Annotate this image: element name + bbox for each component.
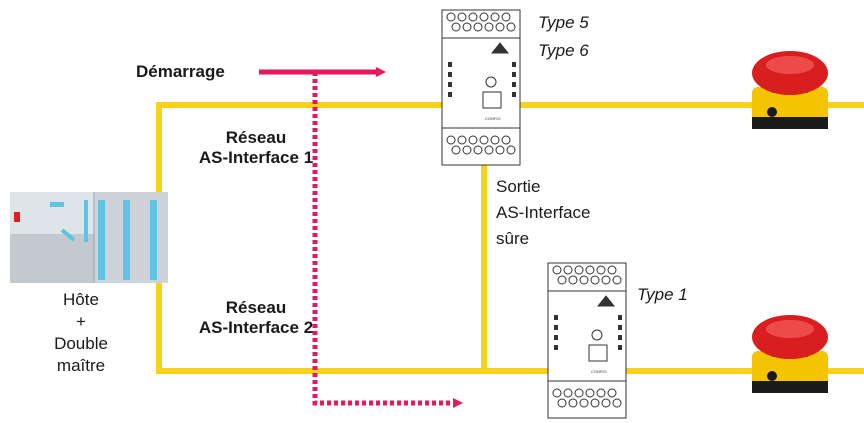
host-dual-master (10, 192, 168, 283)
label-safe-output: Sortie AS-Interface sûre (496, 174, 591, 252)
label-network-1-line2: AS-Interface 1 (198, 148, 314, 167)
module-top-config-label: CONFIG (485, 116, 501, 121)
safety-module-top: CONFIG (441, 9, 521, 166)
label-network-1-line1: Réseau (225, 128, 287, 147)
label-network-2-line2: AS-Interface 2 (198, 318, 314, 337)
label-safe-output-line1: Sortie (496, 177, 541, 196)
label-type6: Type 6 (538, 41, 589, 60)
label-host-line1: Hôte (63, 290, 99, 309)
label-host-line2: + (76, 312, 86, 331)
emergency-stop-button-top (752, 51, 828, 129)
label-host-line3: Double (54, 334, 108, 353)
label-safe-output-line3: sûre (496, 229, 530, 248)
module-bottom-config-label: CONFIG (591, 369, 607, 374)
host-led-red (14, 212, 20, 222)
label-demarrage: Démarrage (136, 62, 225, 81)
label-host-line4: maître (56, 356, 106, 375)
label-network-1: Réseau AS-Interface 1 (196, 128, 316, 168)
label-network-2: Réseau AS-Interface 2 (196, 298, 316, 338)
safety-module-bottom: CONFIG (547, 262, 627, 419)
label-host: Hôte + Double maître (36, 289, 126, 377)
label-network-2-line1: Réseau (225, 298, 287, 317)
label-safe-output-line2: AS-Interface (496, 203, 591, 222)
label-type5: Type 5 (538, 13, 589, 32)
emergency-stop-button-bottom (752, 315, 828, 393)
start-dotted-path (312, 72, 463, 408)
label-type1: Type 1 (637, 285, 688, 304)
